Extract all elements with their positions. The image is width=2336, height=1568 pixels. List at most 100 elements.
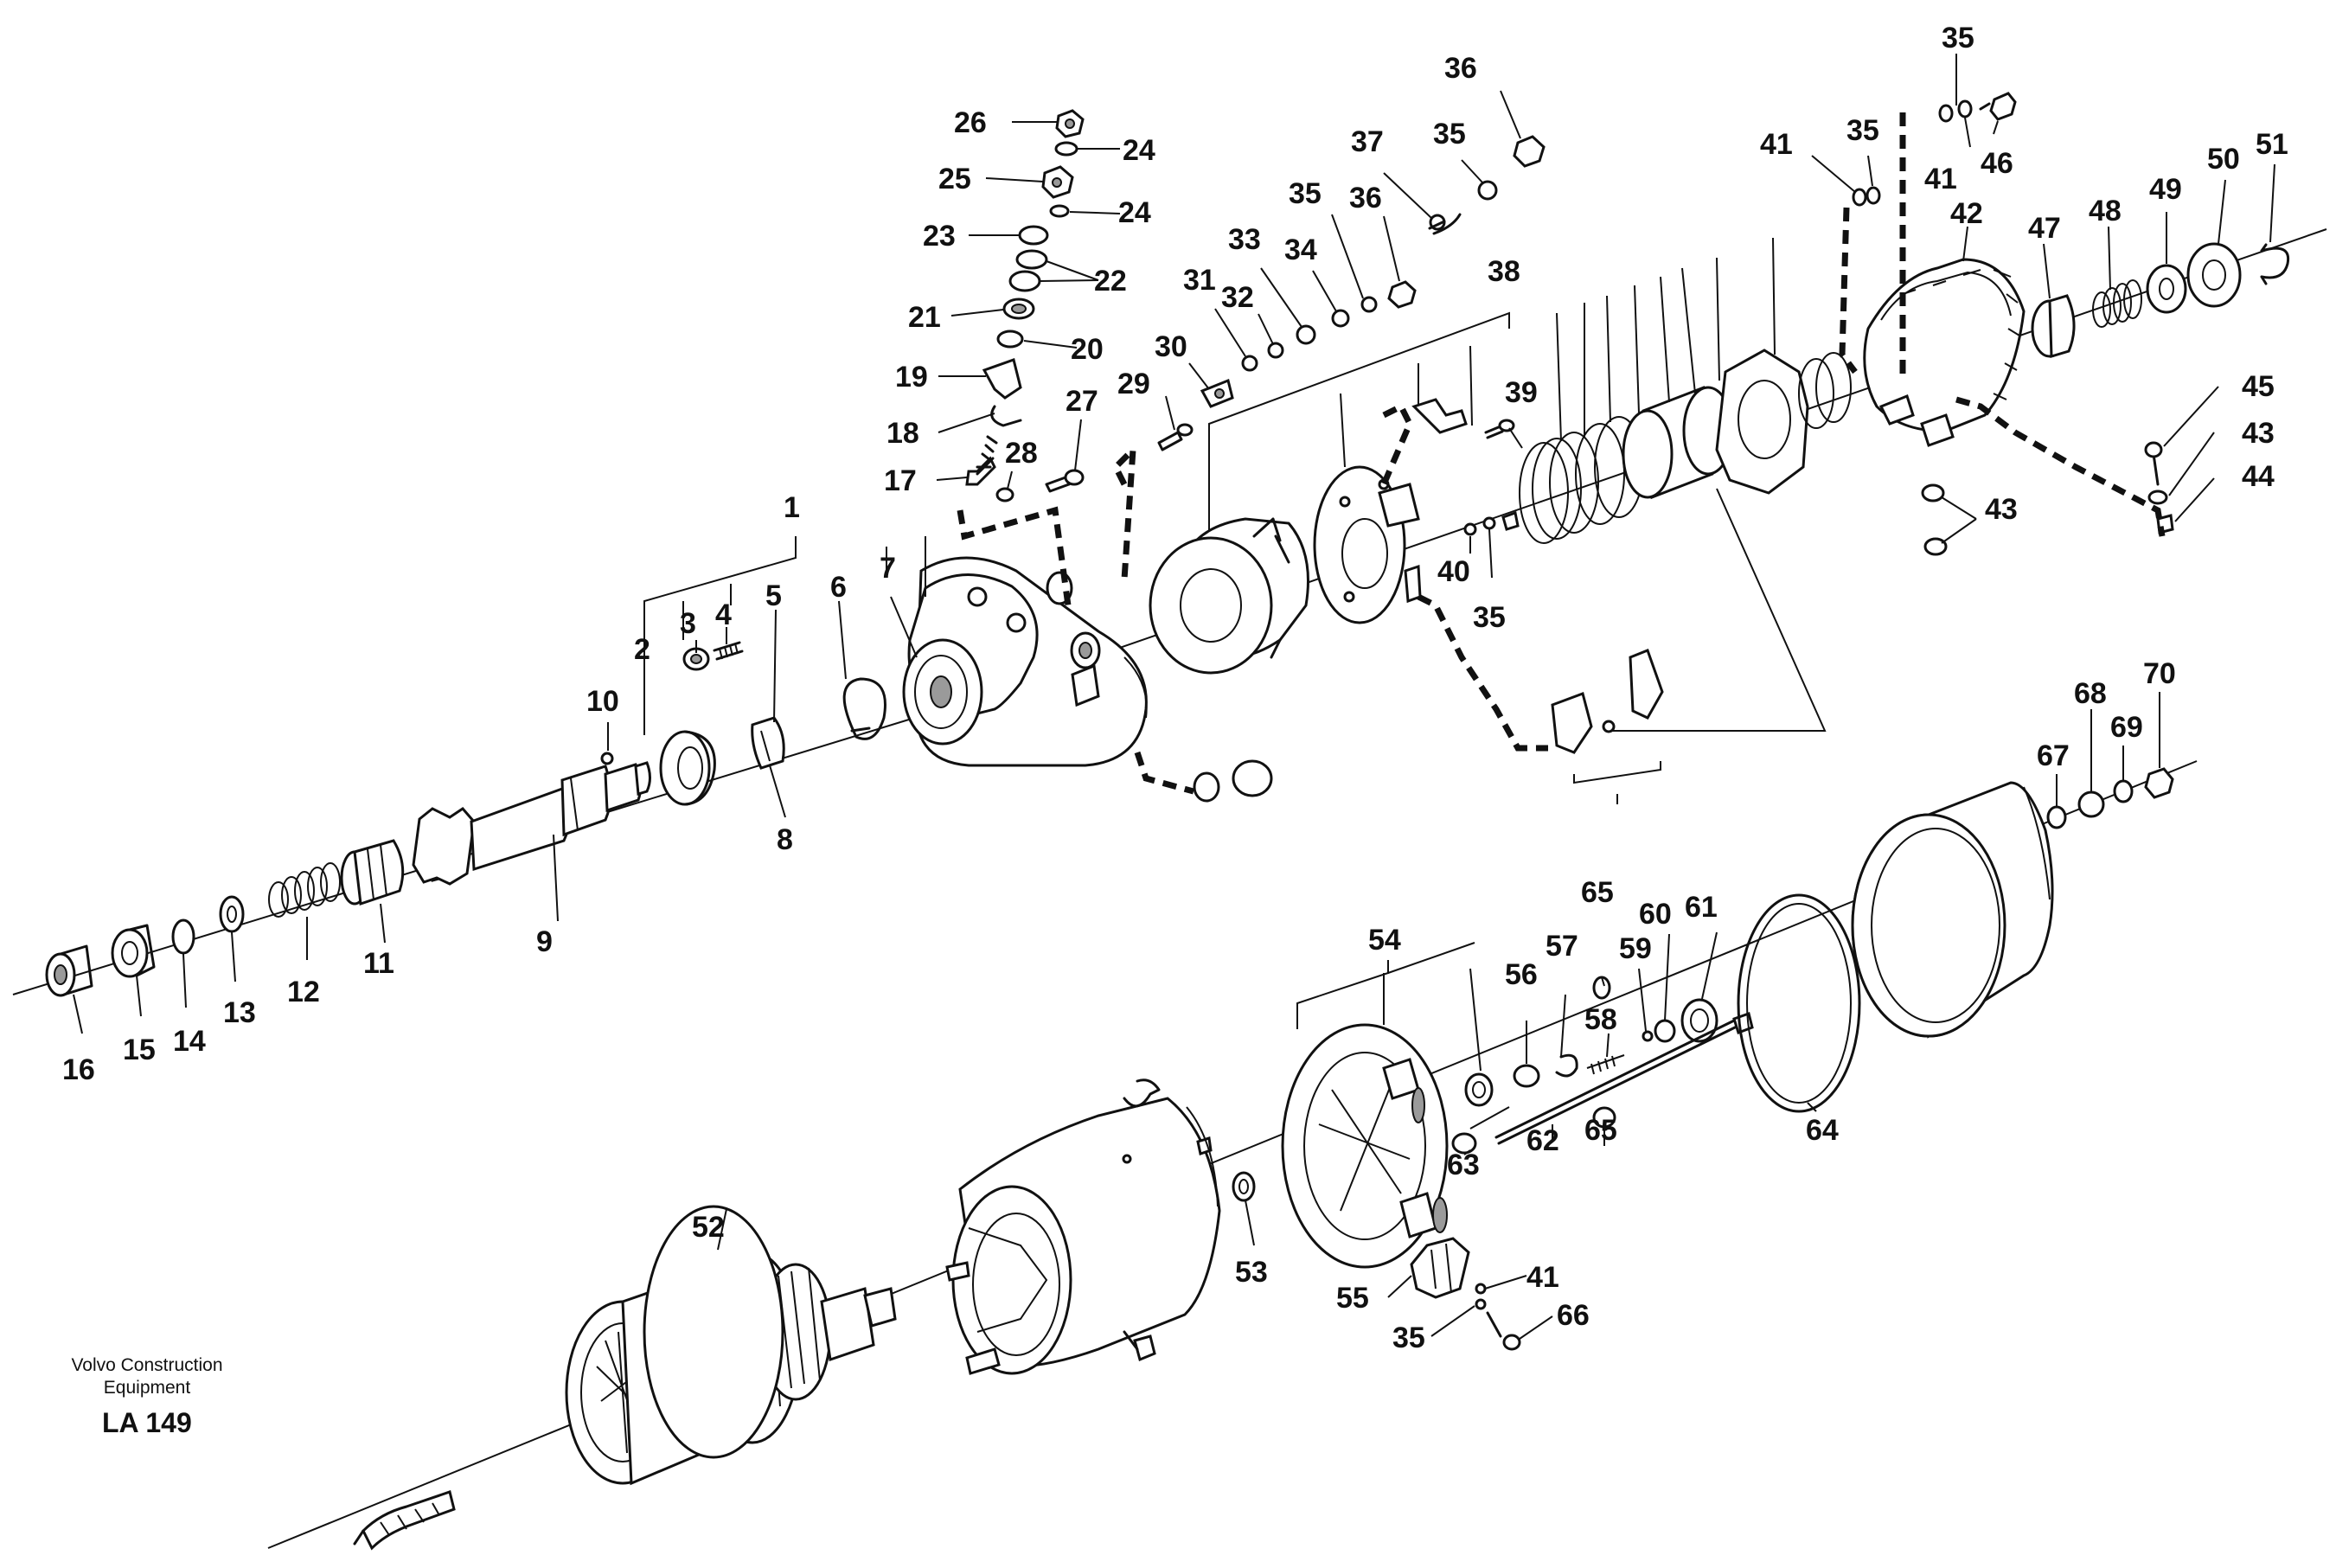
part-36-nut-a <box>1387 280 1417 309</box>
part-25-nut <box>1041 165 1074 199</box>
callout-58: 58 <box>1584 1003 1617 1036</box>
part-65-washer-c <box>1592 976 1611 1000</box>
callout-23: 23 <box>923 220 956 253</box>
callout-49: 49 <box>2149 173 2182 206</box>
callout-8: 8 <box>777 823 793 856</box>
callout-45: 45 <box>2242 370 2275 403</box>
callout-24: 24 <box>1118 196 1151 229</box>
callout-68: 68 <box>2074 677 2107 710</box>
part-36-nut-b <box>1513 135 1546 168</box>
part-69-washer <box>2113 779 2134 803</box>
callout-39: 39 <box>1505 376 1538 409</box>
callout-50: 50 <box>2207 143 2240 176</box>
callout-11: 11 <box>363 947 394 980</box>
leader-lines <box>73 54 2275 1340</box>
part-33-washer <box>1296 324 1316 345</box>
callout-62: 62 <box>1526 1124 1559 1157</box>
callout-52: 52 <box>692 1211 725 1244</box>
part-54-end-plate <box>1281 1023 1449 1269</box>
callout-55: 55 <box>1336 1282 1369 1315</box>
part-plug <box>1193 759 1273 803</box>
fastener-string <box>1111 135 1546 803</box>
callout-65b: 65 <box>1584 1114 1617 1147</box>
brush-clips-end <box>1878 394 1955 447</box>
part-17-pin <box>965 435 998 486</box>
part-46-bolt <box>1979 92 2017 121</box>
part-52-armature <box>353 1205 897 1551</box>
bearing-housing <box>1149 517 1309 675</box>
part-67-washer <box>2046 805 2067 829</box>
callout-15: 15 <box>123 1034 156 1066</box>
part-35-washer-top <box>1938 104 1954 123</box>
part-7-drive-end-housing <box>902 556 1148 767</box>
part-18-bracket <box>990 405 1022 427</box>
figure-caption: Volvo Construction Equipment LA 149 <box>71 1355 222 1438</box>
solenoid-plunger <box>1622 386 1734 500</box>
part-24-washer-top <box>1054 141 1078 157</box>
callout-22: 22 <box>1094 265 1127 298</box>
pinion-and-drive-group <box>45 641 886 997</box>
part-32-washer <box>1267 342 1284 359</box>
callout-53: 53 <box>1235 1256 1268 1289</box>
callout-54: 54 <box>1368 924 1401 957</box>
callout-63: 63 <box>1447 1149 1480 1181</box>
lever-linkage-group <box>957 109 1085 606</box>
callout-35f: 35 <box>1392 1322 1425 1354</box>
callout-33: 33 <box>1228 223 1261 256</box>
part-21-ring <box>1002 298 1035 320</box>
callout-3: 3 <box>680 607 696 640</box>
part-5-clip <box>751 716 785 770</box>
part-61-nut <box>1680 998 1718 1043</box>
part-45-bolt <box>2144 441 2163 486</box>
part-70-nut <box>2144 767 2174 799</box>
contact-plates <box>1551 649 1664 754</box>
return-springs <box>1519 416 1644 544</box>
callout-13: 13 <box>223 996 256 1029</box>
callout-38: 38 <box>1488 255 1520 288</box>
part-63-washer <box>1451 1132 1477 1155</box>
part-68-washer <box>2077 790 2105 818</box>
callout-67: 67 <box>2037 739 2070 772</box>
part-3-nut <box>682 647 710 671</box>
solenoid-end-cap <box>1715 349 1852 495</box>
callout-2: 2 <box>634 633 650 666</box>
part-47-bushing <box>2031 294 2076 358</box>
part-57-clip <box>1555 1053 1578 1078</box>
callout-18: 18 <box>886 417 919 450</box>
part-64-gasket <box>1737 893 1861 1113</box>
part-9-pinion-shaft <box>412 761 651 886</box>
armature-and-frame-group <box>353 767 2174 1551</box>
callout-65a: 65 <box>1581 876 1614 909</box>
part-20-washer <box>996 330 1024 349</box>
callout-10: 10 <box>586 685 619 718</box>
callout-40: 40 <box>1437 555 1470 588</box>
part-23-washer <box>1018 225 1049 246</box>
callout-35c: 35 <box>1473 601 1506 634</box>
part-35-washer-c <box>1477 180 1498 201</box>
part-49-washer <box>2146 264 2187 314</box>
part-16-bushing <box>45 944 93 997</box>
callout-14: 14 <box>173 1025 206 1058</box>
callout-35a: 35 <box>1289 177 1322 210</box>
part-11-sleeve <box>340 839 405 906</box>
callout-43b: 43 <box>1985 493 2018 526</box>
callout-46: 46 <box>1981 147 2013 180</box>
part-41-washer-top <box>1957 99 1973 118</box>
callout-9: 9 <box>536 925 553 958</box>
callout-21: 21 <box>908 301 941 334</box>
callout-19: 19 <box>895 361 928 394</box>
callout-56: 56 <box>1505 958 1538 991</box>
callout-60: 60 <box>1639 898 1672 931</box>
part-19-lever-plate <box>982 358 1022 400</box>
callout-35e: 35 <box>1942 22 1974 54</box>
brush-plate <box>1313 465 1422 624</box>
callout-44: 44 <box>2242 460 2275 493</box>
callout-31: 31 <box>1183 264 1216 297</box>
callout-7: 7 <box>880 552 896 585</box>
part-13-washer <box>219 895 245 933</box>
callout-36b: 36 <box>1444 52 1477 85</box>
callout-59: 59 <box>1619 932 1652 965</box>
part-14-washer <box>171 918 195 955</box>
part-51-circlip <box>2260 243 2290 285</box>
callout-24b: 24 <box>1123 134 1155 167</box>
